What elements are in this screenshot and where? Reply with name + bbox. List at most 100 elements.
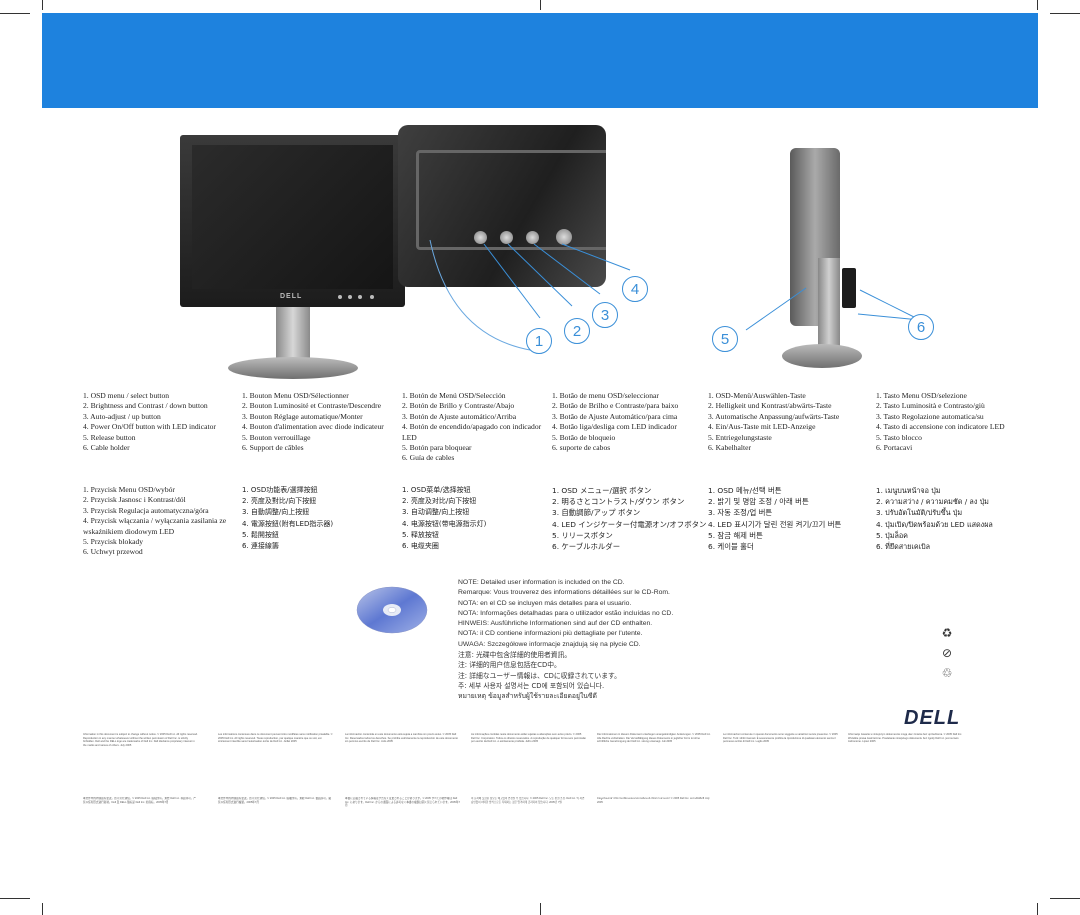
list-item: 6. Support de câbles [242,443,304,453]
list-item: 2. 亮度及對比/向下按鈕 [242,497,317,506]
note-line: NOTA: il CD contiene informazioni più de… [458,630,643,638]
list-item: 2. Tasto Luminosità e Contrasto/giù [876,401,985,411]
monitor-logo: DELL [280,293,303,300]
cd-image [356,586,428,634]
legal-block: Information in this document is subject … [83,733,198,747]
note-line: 注: 詳細なユーザー情報は、CDに収録されています。 [458,671,621,680]
list-item: 3. Bouton Réglage automatique/Monter [242,411,363,421]
auto-adjust-button [526,231,539,244]
list-item: 1. Tasto Menu OSD/selezione [876,391,967,400]
list-item: 1. เมนูบนหน้าจอ ปุ่ม [876,486,941,495]
legal-block: 本文件中的内容如有更改，恕不另行通知。© 2005 Dell Inc. 版權所有… [218,797,332,804]
brightness-button [500,231,513,244]
column-italian: 1. Tasto Menu OSD/selezione 2. Tasto Lum… [876,391,1036,453]
legal-block: Les informations contenues dans ce docum… [218,733,333,743]
column-trad-chinese: 1. OSD功能表/選擇按鈕 2. 亮度及對比/向下按鈕 3. 自動調整/向上按… [242,485,392,552]
list-item: 4. Tasto di accensione con indicatore LE… [876,422,1005,432]
list-item: 5. Przycisk blokady [83,537,144,547]
note-line: 注: 详细的用户信息包括在CD中。 [458,661,561,670]
list-item: 4. 电源按钮(带电源指示灯) [402,519,487,528]
list-item: 3. Botão de Ajuste Automático/para cima [552,411,678,421]
list-item: 6. 連接線籌 [242,542,279,551]
dell-logo: DELL [904,707,961,729]
note-line: UWAGA: Szczegółowe informacje znajdują s… [458,640,641,648]
note-line: HINWEIS: Ausführliche Informationen sind… [458,620,653,628]
list-item: 2. Botão de Brilho e Contraste/para baix… [552,401,679,411]
list-item: 4. ปุ่มเปิด/ปิดพร้อมด้วย LED แสดงผล [876,519,993,529]
callout-3: 3 [592,302,618,328]
list-item: 6. Kabelhalter [708,443,752,453]
list-item: 6. Cable holder [83,443,130,453]
list-item: 1. OSD功能表/選擇按鈕 [242,486,318,494]
list-item: 2. 亮度及对比/向下按钮 [402,497,477,506]
monitor-side-image [762,148,872,378]
list-item: 3. 自动调整/向上按钮 [402,508,470,517]
column-polish: 1. Przycisk Menu OSD/wybór 2. Przycisk J… [83,485,238,558]
list-item: 5. 释放按钮 [402,530,439,539]
column-simp-chinese: 1. OSD菜单/选择按钮 2. 亮度及对比/向下按钮 3. 自动调整/向上按钮… [402,485,542,552]
legal-block: Le informazioni contenute in questo docu… [723,733,838,743]
list-item: 1. OSD 메뉴/선택 버튼 [708,486,782,495]
side-callout-lines [745,287,921,331]
legal-block: La información contenida en este documen… [345,733,458,743]
list-item: 3. Przycisk Regulacja automatyczna/góra [83,505,209,515]
list-item: 6. 케이블 홀더 [708,542,754,552]
list-item: 1. Bouton Menu OSD/Sélectionner [242,391,349,400]
list-item: 1. OSD menu / select button [83,391,170,400]
list-item: 5. Tasto blocco [876,432,922,442]
list-item: 5. Botón para bloquear [402,443,472,453]
column-japanese: 1. OSD メニュー/選択 ボタン 2. 明るさとコントラスト/ダウン ボタン… [552,485,707,552]
list-item: 1. Botón de Menú OSD/Selección [402,391,506,400]
note-line: Remarque: Vous trouverez des information… [458,589,670,597]
column-english: 1. OSD menu / select button 2. Brightnes… [83,391,233,453]
legal-block: As informações contidas neste documento … [471,733,586,743]
legal-block: 本文件中的内容如有更改，恕不另行通知。© 2005 Dell Inc. 版权所有… [83,797,197,804]
button-closeup-image [398,125,606,287]
callout-1: 1 [526,328,552,354]
list-item: 2. Helligkeit und Kontrast/abwärts-Taste [708,401,832,411]
list-item: 4. Przycisk włączania / wyłączania zasil… [83,516,227,536]
column-portuguese: 1. Botão de menu OSD/seleccionar 2. Botã… [552,391,702,453]
list-item: 3. ปรับอัตโนมัติ/ปรับขึ้น ปุ่ม [876,508,963,518]
column-french: 1. Bouton Menu OSD/Sélectionner 2. Bouto… [242,391,397,453]
cd-note: NOTE: Detailed user information is inclu… [458,578,673,702]
list-item: 1. OSD メニュー/選択 ボタン [552,486,652,495]
note-line: NOTA: en el CD se incluyen más detalles … [458,599,632,607]
column-korean: 1. OSD 메뉴/선택 버튼 2. 밝기 및 명암 조정 / 아래 버튼 3.… [708,485,868,552]
no-disposal-icon: ⊘ [941,646,953,660]
list-item: 3. Automatische Anpassung/aufwärts-Taste [708,411,840,421]
list-item: 5. ปุ่มล็อค [876,530,908,540]
monitor-front-image: DELL [180,135,405,385]
callout-lines [429,239,631,351]
legal-block: Informacje zawarte w niniejszym dokumenc… [848,733,963,743]
list-item: 6. suporte de cabos [552,443,611,453]
callout-4: 4 [622,276,648,302]
list-item: 4. Bouton d'alimentation avec diode indi… [242,422,384,432]
column-spanish: 1. Botón de Menú OSD/Selección 2. Botón … [402,391,542,464]
list-item: 4. Ein/Aus-Taste mit LED-Anzeige [708,422,816,432]
cable-holder [842,268,856,308]
list-item: 2. Bouton Luminosité et Contraste/Descen… [242,401,381,411]
list-item: 3. 자동 조정/업 버튼 [708,508,773,518]
callout-5: 5 [712,326,738,352]
list-item: 1. Przycisk Menu OSD/wybór [83,485,175,494]
recycle-icon: ♻ [941,626,953,640]
list-item: 5. 잠금 해제 버튼 [708,530,763,540]
list-item: 5. Entriegelungstaste [708,432,772,442]
note-line: NOTE: Detailed user information is inclu… [458,579,625,586]
list-item: 5. 鬆開按鈕 [242,530,279,539]
list-item: 1. OSD-Menü/Auswählen-Taste [708,391,806,400]
list-item: 3. Auto-adjust / up button [83,411,161,421]
list-item: 6. Uchwyt przewod [83,547,143,557]
list-item: 2. ความสว่าง / ความคมชัด / ลง ปุ่ม [876,497,989,507]
list-item: 4. LED インジケーター付電源オン/オフボタン [552,519,707,529]
list-item: 4. Botão liga/desliga com LED indicador [552,422,677,432]
osd-button [474,231,487,244]
note-line: หมายเหตุ ข้อมูลสำหรับผู้ใช้รายละเอียดอยู… [458,692,597,701]
callout-2: 2 [564,318,590,344]
list-item: 5. リリースボタン [552,530,613,540]
column-thai: 1. เมนูบนหน้าจอ ปุ่ม 2. ความสว่าง / ความ… [876,485,1036,552]
legal-block: ข้อมูลในเอกสารนี้อาจเปลี่ยนแปลงโดยไม่ต้อ… [597,797,710,804]
list-item: 5. Bouton verrouillage [242,432,311,442]
list-item: 5. Botão de bloqueio [552,432,616,442]
